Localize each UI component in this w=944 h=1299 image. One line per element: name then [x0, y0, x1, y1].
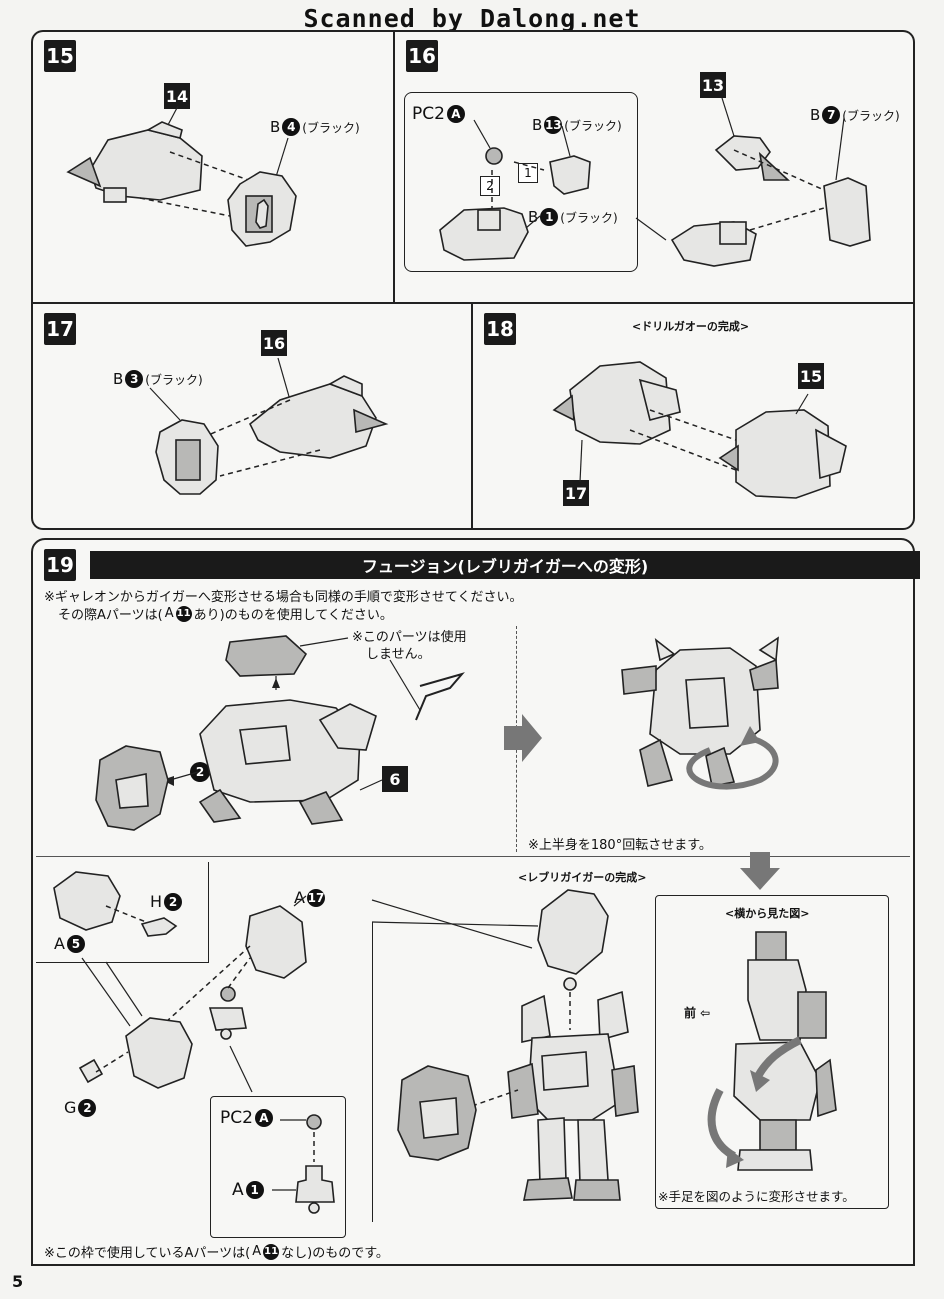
- step-19-footer-note: ※この枠で使用しているAパーツは( A 11 なし)のものです。: [44, 1243, 389, 1261]
- step-19-note-2: その際Aパーツは( A 11 あり)のものを使用してください。: [58, 605, 393, 623]
- step-16-drawing: [439, 97, 871, 267]
- part-number-badge: 13: [544, 116, 563, 134]
- front-direction-label: 前 ⇦: [684, 1006, 711, 1020]
- step-18-title: <ドリルガオーの完成>: [632, 320, 750, 333]
- step-16-b13-label: B 13 (ブラック): [532, 116, 622, 134]
- step-15-drawing: [66, 105, 297, 247]
- step-18-number: 18: [484, 313, 516, 345]
- step-17-number: 17: [44, 313, 76, 345]
- step-16-order-1: 1: [518, 163, 538, 183]
- arrow-right-icon: [504, 714, 542, 762]
- step-16-b7-label: B 7 (ブラック): [810, 106, 900, 124]
- unused-part-note-2: しません。: [366, 647, 431, 662]
- step-19-horizontal-divider: [36, 856, 910, 857]
- pc2-detail-drawing: [272, 1114, 335, 1214]
- step-16-number: 16: [406, 40, 438, 72]
- part-number-badge: 7: [822, 106, 841, 124]
- step-16-order-2: 2: [480, 176, 500, 196]
- step-17-panel: [31, 302, 471, 530]
- part-number-badge: 3: [125, 370, 144, 388]
- part-number-badge: 4: [282, 118, 301, 136]
- scan-watermark: Scanned by Dalong.net: [303, 4, 641, 33]
- step-19-banner: フュージョン(レブリガイガーへの変形): [90, 551, 920, 579]
- step-18-ref-15: 15: [798, 363, 824, 389]
- g2-label: G 2: [64, 1098, 97, 1117]
- head-assembly-drawing: [53, 871, 307, 1093]
- step-19-number: 19: [44, 549, 76, 581]
- a5-label: A 5: [54, 934, 85, 953]
- step-16-ref-13: 13: [700, 72, 726, 98]
- a17-label: A 17: [294, 888, 325, 907]
- part-letter-badge: A: [254, 1109, 273, 1127]
- part-number-badge: 2: [78, 1098, 97, 1117]
- step-19-ref-6: 6: [382, 766, 408, 792]
- complete-area-bracket: [372, 922, 373, 1222]
- a1-label: A 1: [232, 1180, 264, 1200]
- pc2-detail-box: [210, 1096, 346, 1238]
- part-number-badge: 1: [245, 1181, 264, 1199]
- step-18-drawing: [552, 361, 847, 499]
- part-number-badge: 11: [175, 605, 192, 622]
- step-16-b1-label: B 1 (ブラック): [528, 208, 618, 226]
- unused-part-note-1: ※このパーツは使用: [352, 630, 467, 645]
- step-19-order-2: 2: [190, 762, 210, 782]
- part-number-badge: 1: [540, 208, 559, 226]
- step-18-panel: [471, 302, 915, 530]
- step-16-inset-box: [404, 92, 638, 272]
- step-17-part-b3-label: B 3 (ブラック): [113, 370, 203, 388]
- step-15-ref-14: 14: [164, 83, 190, 109]
- step-18-ref-17: 17: [563, 480, 589, 506]
- side-view-title: <横から見た図>: [725, 907, 810, 920]
- pc2-label: PC2 A: [220, 1108, 273, 1128]
- part-number-badge: 11: [263, 1243, 280, 1260]
- step-19-rotation-drawing: [621, 636, 779, 790]
- rotate-note: ※上半身を180°回転させます。: [528, 838, 712, 853]
- step-15-number: 15: [44, 40, 76, 72]
- part-number-badge: 5: [66, 934, 85, 953]
- part-number-badge: 17: [306, 888, 325, 907]
- page-number: 5: [12, 1272, 24, 1291]
- arrow-down-icon: [740, 852, 780, 890]
- step-17-ref-16: 16: [261, 330, 287, 356]
- step-16-pc2-label: PC2 A: [412, 104, 465, 124]
- step-19-note-1: ※ギャレオンからガイガーへ変形させる場合も同様の手順で変形させてください。: [44, 590, 523, 605]
- completed-robot-drawing: [371, 889, 639, 1201]
- leg-transform-note: ※手足を図のように変形させます。: [658, 1189, 855, 1204]
- step-17-drawing: [149, 357, 389, 495]
- side-view-drawing: [707, 931, 837, 1171]
- part-number-badge: 2: [164, 892, 183, 911]
- step-15-part-b4-label: B 4 (ブラック): [270, 118, 360, 136]
- step-19-disassembly-drawing: [95, 635, 465, 831]
- complete-title: <レブリガイガーの完成>: [518, 871, 647, 884]
- h2-label: H 2: [150, 892, 183, 911]
- part-letter-badge: A: [446, 105, 465, 123]
- head-detail-box: [36, 862, 209, 963]
